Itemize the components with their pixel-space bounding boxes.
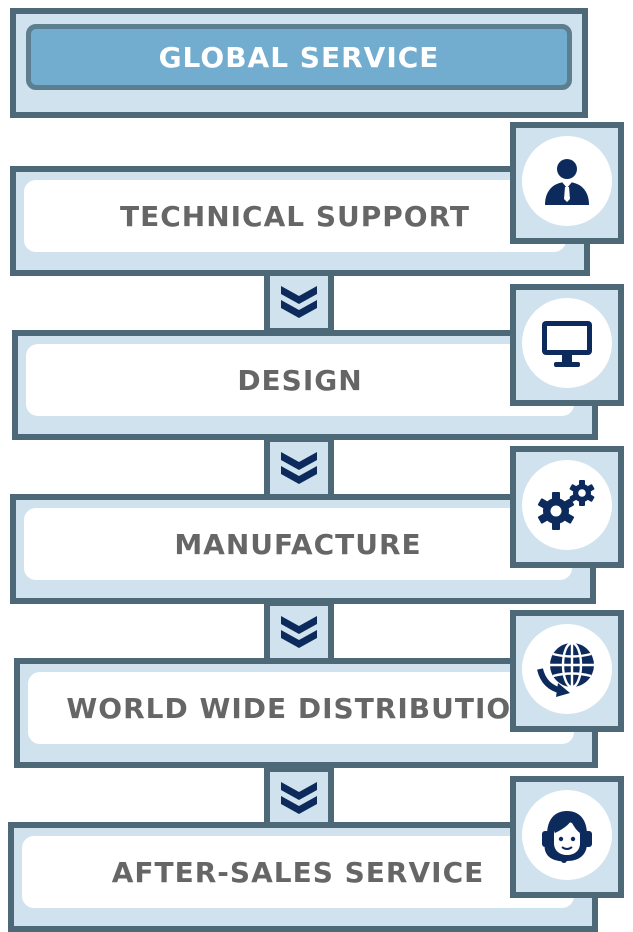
step-card: AFTER-SALES SERVICE [22, 836, 574, 908]
step-manufacture: MANUFACTURE [10, 494, 596, 604]
gears-icon [522, 460, 612, 550]
step-label: MANUFACTURE [174, 527, 422, 561]
step-label: WORLD WIDE DISTRIBUTION [66, 691, 536, 725]
icon-box-design [510, 284, 624, 406]
step-after-sales-service: AFTER-SALES SERVICE [8, 822, 598, 932]
step-card: DESIGN [26, 344, 574, 416]
step-design: DESIGN [12, 330, 598, 440]
globe-arrow-icon [522, 624, 612, 714]
businessman-icon [522, 136, 612, 226]
step-card: MANUFACTURE [24, 508, 572, 580]
icon-box-after-sales-service [510, 776, 624, 898]
icon-box-manufacture [510, 446, 624, 568]
connector-2 [264, 436, 334, 500]
double-chevron-down-icon [281, 286, 317, 318]
double-chevron-down-icon [281, 452, 317, 484]
step-label: AFTER-SALES SERVICE [111, 855, 485, 889]
step-card: TECHNICAL SUPPORT [24, 180, 566, 252]
double-chevron-down-icon [281, 616, 317, 648]
header-panel: GLOBAL SERVICE [10, 8, 588, 118]
header-banner: GLOBAL SERVICE [26, 24, 572, 90]
headset-agent-icon [522, 790, 612, 880]
double-chevron-down-icon [281, 782, 317, 814]
monitor-icon [522, 298, 612, 388]
connector-4 [264, 766, 334, 830]
step-technical-support: TECHNICAL SUPPORT [10, 166, 590, 276]
icon-box-world-wide-distribution [510, 610, 624, 732]
connector-3 [264, 600, 334, 664]
step-card: WORLD WIDE DISTRIBUTION [28, 672, 574, 744]
step-label: TECHNICAL SUPPORT [119, 199, 471, 233]
step-label: DESIGN [237, 363, 363, 397]
icon-box-technical-support [510, 122, 624, 244]
header-title: GLOBAL SERVICE [158, 40, 440, 74]
connector-1 [264, 270, 334, 334]
